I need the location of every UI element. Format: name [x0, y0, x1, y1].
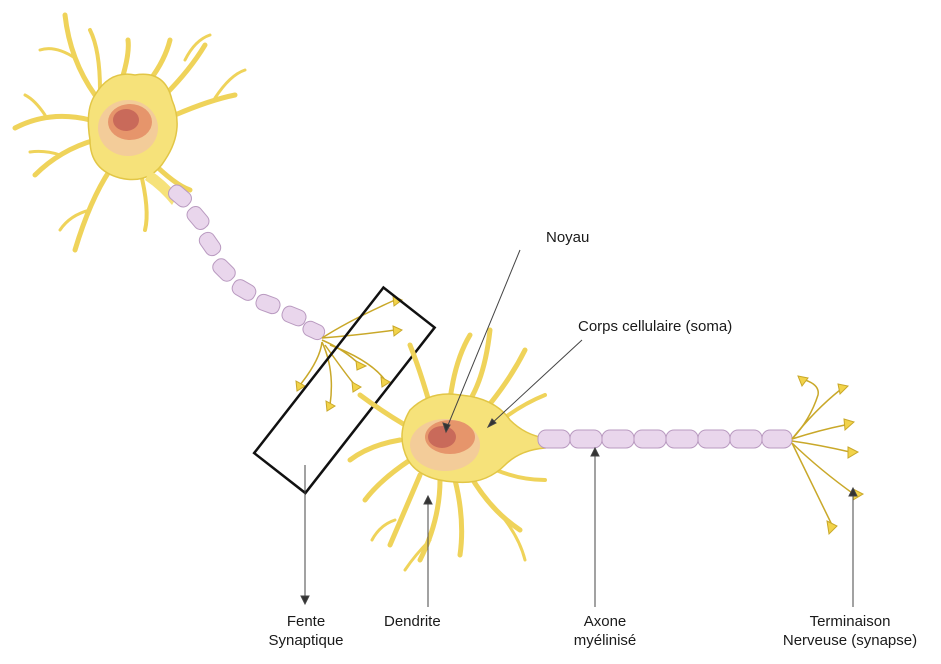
label-terminaison-line2: Nerveuse (synapse)	[760, 631, 940, 650]
label-dendrite: Dendrite	[384, 612, 441, 631]
lower-axon-terminals	[792, 380, 855, 525]
label-terminaison-line1: Terminaison	[760, 612, 940, 631]
label-fente-line2: Synaptique	[254, 631, 358, 650]
axone-arrowhead	[591, 448, 599, 456]
label-noyau: Noyau	[546, 228, 589, 247]
upper-axon-terminals	[300, 300, 395, 405]
label-corps-cellulaire: Corps cellulaire (soma)	[578, 317, 732, 336]
label-noyau-text: Noyau	[546, 229, 589, 246]
upper-myelin-sheath	[166, 182, 327, 342]
label-terminaison-nerveuse: Terminaison Nerveuse (synapse)	[760, 612, 940, 650]
label-axone-myelinise: Axone myélinisé	[549, 612, 661, 650]
upper-nucleolus	[113, 109, 139, 131]
upper-neuron	[15, 15, 402, 411]
annotation-lines	[301, 250, 857, 607]
label-corps-text: Corps cellulaire (soma)	[578, 318, 732, 335]
label-axone-line2: myélinisé	[549, 631, 661, 650]
label-axone-line1: Axone	[549, 612, 661, 631]
fente-arrowhead	[301, 596, 309, 604]
dendrite-arrowhead	[424, 496, 432, 504]
lower-neuron	[350, 330, 863, 570]
label-dendrite-text: Dendrite	[384, 613, 441, 630]
lower-nucleolus	[428, 426, 456, 448]
lower-myelin-sheath	[538, 430, 792, 448]
label-fente-synaptique: Fente Synaptique	[254, 612, 358, 650]
label-fente-line1: Fente	[254, 612, 358, 631]
